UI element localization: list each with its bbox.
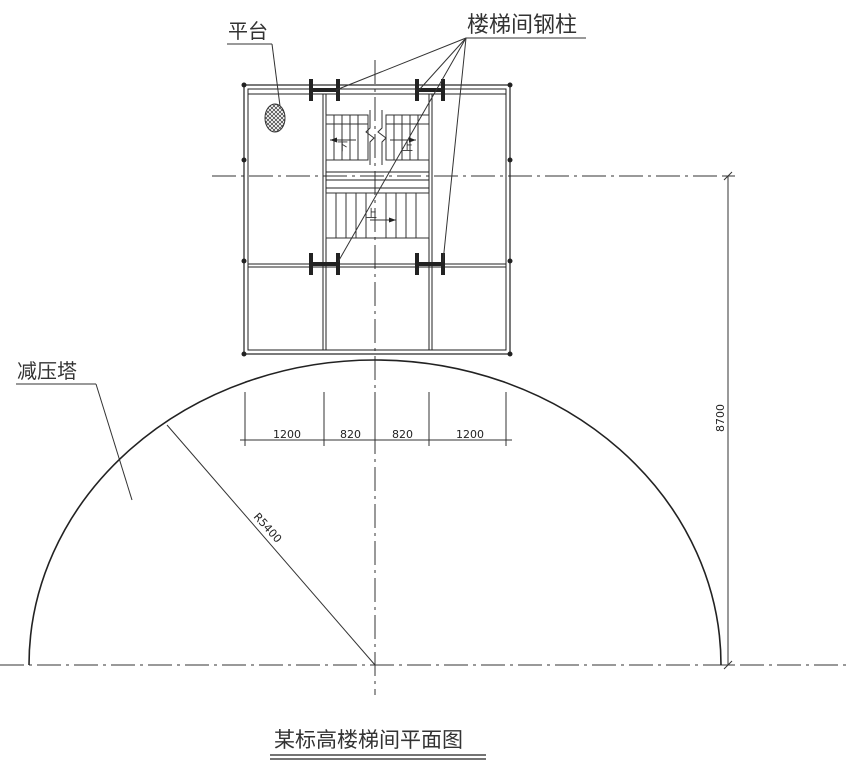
height-dimension-label: 8700 — [714, 404, 727, 432]
dimension-text: 820 — [340, 428, 361, 441]
steel-column — [415, 79, 445, 101]
dimension-text: 1200 — [456, 428, 484, 441]
frame-node — [241, 258, 247, 264]
leader-lines — [16, 37, 586, 501]
radius-dimension-line — [166, 424, 376, 666]
frame-node — [507, 157, 513, 163]
horizontal-dimension-chain — [240, 392, 512, 446]
relief-tower-arc — [28, 359, 722, 666]
dimension-text: 1200 — [273, 428, 301, 441]
frame-node — [507, 82, 513, 88]
stair-up-label-right: 上 — [402, 140, 413, 153]
platform-inner-border — [247, 88, 507, 351]
relief-tower-label: 减压塔 — [17, 359, 77, 383]
platform-label: 平台 — [228, 19, 268, 43]
stair-up-label-lower: 上 — [366, 207, 377, 220]
frame-node — [507, 351, 513, 357]
frame-node — [507, 258, 513, 264]
stair-columns-label: 楼梯间钢柱 — [467, 13, 577, 38]
steel-column — [309, 253, 340, 275]
center-lines — [0, 60, 848, 695]
vertical-dimension — [722, 171, 734, 670]
stair-steel-columns — [309, 79, 445, 275]
lower-stair-flight — [325, 192, 430, 239]
upper-stair-flights — [325, 110, 430, 165]
platform-beams — [248, 93, 506, 350]
frame-node — [241, 82, 247, 88]
dimension-text: 820 — [392, 428, 413, 441]
steel-column — [415, 253, 445, 275]
platform-frame — [241, 82, 513, 357]
drawing-title: 某标高楼梯间平面图 — [274, 728, 463, 752]
platform-marker — [264, 103, 286, 133]
stair-down-label: 下 — [337, 140, 348, 153]
steel-column — [309, 79, 340, 101]
platform-outer-border — [243, 84, 511, 355]
frame-node — [241, 351, 247, 357]
frame-node — [241, 157, 247, 163]
stair-landing — [326, 171, 429, 189]
